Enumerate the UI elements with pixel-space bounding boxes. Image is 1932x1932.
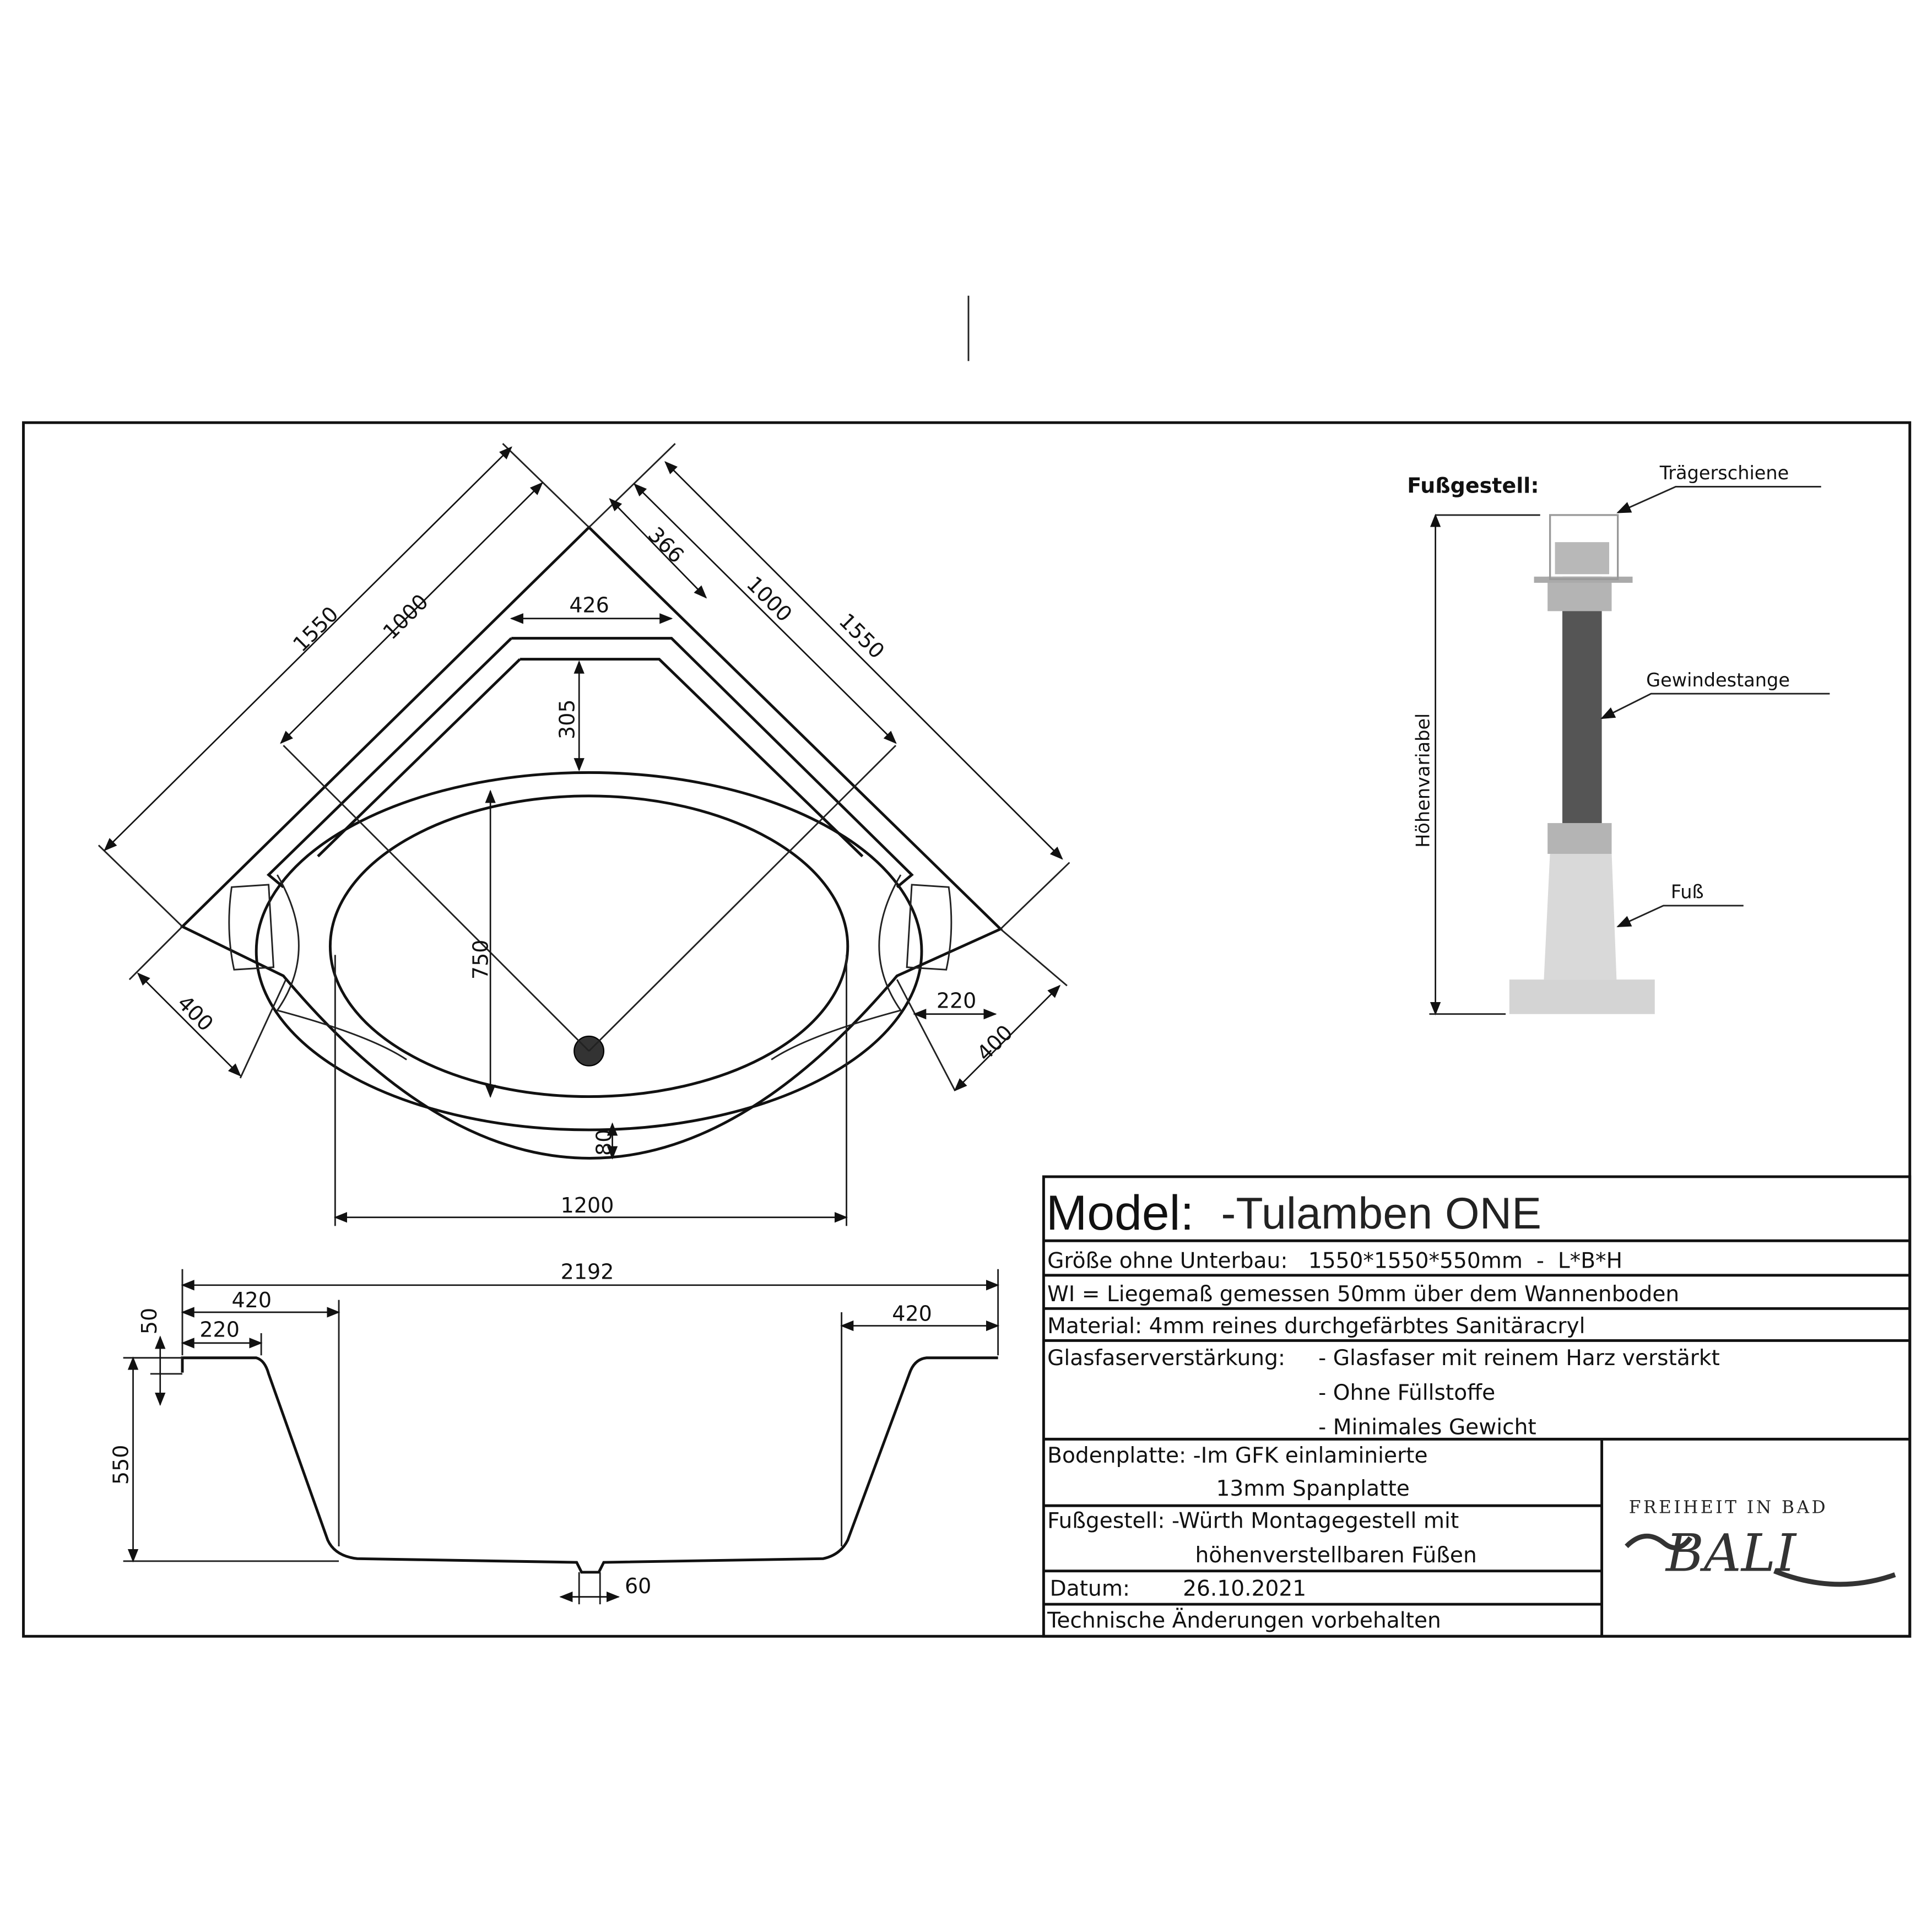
dim-line <box>609 498 707 599</box>
leader-rod <box>1600 692 1830 719</box>
dim-label: 220 <box>937 989 977 1013</box>
size-row: Größe ohne Unterbau: 1550*1550*550mm - L… <box>1047 1248 1622 1273</box>
floor-row-2: 13mm Spanplatte <box>1216 1476 1410 1501</box>
drawing-frame <box>22 421 1912 1638</box>
title-block: Model: -Tulamben ONE Größe ohne Unterbau… <box>1042 1175 1912 1638</box>
extension-lines <box>123 1269 999 1605</box>
model-label: Model: <box>1046 1185 1194 1240</box>
side-view: 2192 420 220 420 50 550 60 <box>109 1260 1000 1605</box>
floor-row: Bodenplatte: -Im GFK einlaminierte <box>1047 1443 1427 1468</box>
seat-outline-inner <box>317 658 864 858</box>
dim-label: 400 <box>972 1020 1018 1065</box>
basin-ellipse <box>328 794 849 1098</box>
dim-line <box>137 972 241 1077</box>
note-row: Technische Änderungen vorbehalten <box>1047 1608 1441 1633</box>
leader-rail <box>1616 486 1821 513</box>
foot-base <box>1509 979 1655 1014</box>
dim-label: 550 <box>109 1445 133 1485</box>
foot-detail-title: Fußgestell: <box>1407 474 1539 498</box>
seat-outline-outer <box>266 637 914 889</box>
dim-label: 420 <box>231 1288 272 1312</box>
lower-nut <box>1547 823 1612 854</box>
label-rod: Gewindestange <box>1646 669 1790 691</box>
headrest-right <box>906 884 953 971</box>
date-value: 26.10.2021 <box>1183 1576 1306 1601</box>
dim-label: 305 <box>555 699 579 739</box>
top-nut <box>1555 542 1610 575</box>
dim-label: 366 <box>643 522 689 567</box>
dim-label: 1200 <box>561 1193 614 1217</box>
title-block-frame <box>1042 1175 1912 1638</box>
dim-line <box>954 984 1061 1092</box>
logo-tagline: FREIHEIT IN BAD <box>1629 1498 1828 1518</box>
date-label: Datum: <box>1050 1576 1130 1601</box>
dim-label: 426 <box>569 593 609 618</box>
label-foot: Fuß <box>1671 881 1704 902</box>
rim-ellipse <box>255 771 923 1132</box>
dim-label: 420 <box>892 1302 932 1326</box>
wi-row: WI = Liegemaß gemessen 50mm über dem Wan… <box>1047 1282 1679 1307</box>
dim-label: 220 <box>199 1318 240 1342</box>
top-view: 1550 1000 1550 1000 366 426 305 750 80 1… <box>98 443 1070 1226</box>
height-label: Höhenvariabel <box>1412 713 1433 848</box>
tub-outline <box>180 525 1003 1160</box>
glass-label: Glasfaserverstärkung: <box>1047 1346 1285 1371</box>
dim-label: 2192 <box>561 1260 614 1284</box>
dim-line <box>280 482 543 744</box>
dim-label: 400 <box>172 991 218 1036</box>
threaded-rod <box>1562 576 1602 824</box>
basin-shoulders <box>275 874 902 1060</box>
glass-item: - Glasfaser mit reinem Harz verstärkt <box>1318 1346 1720 1371</box>
dim-label: 60 <box>625 1574 651 1598</box>
headrest-left <box>228 884 275 971</box>
dim-label: 750 <box>469 940 493 980</box>
dim-label: 1000 <box>378 589 433 645</box>
model-name: -Tulamben ONE <box>1221 1189 1541 1238</box>
glass-item: - Minimales Gewicht <box>1318 1415 1536 1439</box>
extension-lines <box>98 443 1070 1226</box>
dim-label: 50 <box>137 1308 161 1334</box>
glass-item: - Ohne Füllstoffe <box>1318 1381 1495 1405</box>
tub-profile <box>181 1356 998 1574</box>
bali-logo: FREIHEIT IN BAD BALI <box>1625 1498 1896 1587</box>
material-row: Material: 4mm reines durchgefärbtes Sani… <box>1047 1314 1585 1339</box>
dim-label: 80 <box>592 1129 616 1156</box>
support-rail <box>1549 514 1619 580</box>
label-rail: Trägerschiene <box>1659 462 1789 484</box>
logo-swash <box>1625 1533 1693 1550</box>
dim-label: 1550 <box>288 602 343 657</box>
leader-foot <box>1616 905 1744 928</box>
foot-detail: Fußgestell: Höhenvariabel Trägerschiene … <box>1407 462 1830 1016</box>
dim-label: 1550 <box>835 609 890 664</box>
title-block-grid <box>1043 1239 1910 1637</box>
frame-row: Fußgestell: -Würth Montagegestell mit <box>1047 1508 1459 1533</box>
foot-body <box>1544 852 1617 980</box>
frame-row-2: höhenverstellbaren Füßen <box>1195 1543 1477 1568</box>
logo-swash <box>1773 1568 1896 1587</box>
